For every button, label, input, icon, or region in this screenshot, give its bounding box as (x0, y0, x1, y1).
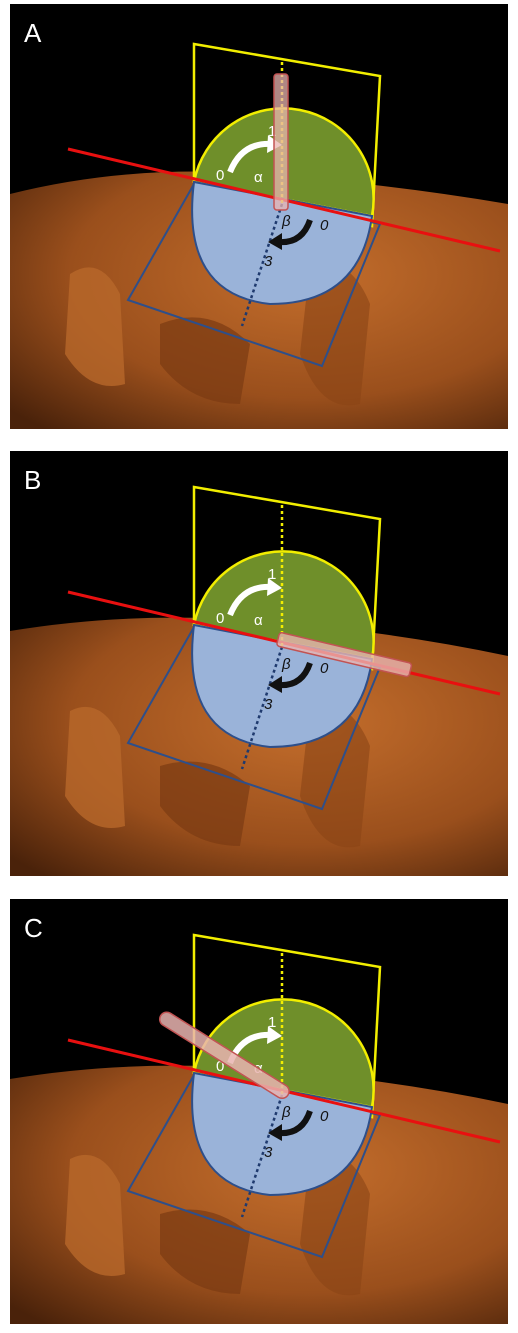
panel-c-diagram: 0 1 α β 0 3 (10, 899, 508, 1324)
panel-letter: B (24, 465, 41, 496)
beta-label: β (281, 213, 291, 230)
blue-start-label: 0 (320, 217, 329, 234)
pointer-rod (274, 74, 288, 210)
blue-start-label: 0 (320, 660, 329, 677)
blue-end-label: 3 (264, 1144, 273, 1161)
blue-start-label: 0 (320, 1108, 329, 1125)
green-start-label: 0 (216, 610, 224, 627)
panel-c: 0 1 α β 0 3 C (10, 899, 508, 1324)
alpha-label: α (254, 612, 263, 629)
green-end-label: 1 (268, 566, 276, 583)
panel-b-diagram: 0 1 α β 0 3 (10, 451, 508, 876)
panel-b: 0 1 α β 0 3 B (10, 451, 508, 876)
blue-end-label: 3 (264, 253, 273, 270)
beta-label: β (281, 656, 291, 673)
green-end-label: 1 (268, 1014, 276, 1031)
panel-a: 0 1 α β 0 3 A (10, 4, 508, 429)
beta-label: β (281, 1104, 291, 1121)
alpha-label: α (254, 169, 263, 186)
panel-letter: A (24, 18, 41, 49)
panel-a-diagram: 0 1 α β 0 3 (10, 4, 508, 429)
green-start-label: 0 (216, 167, 224, 184)
blue-end-label: 3 (264, 696, 273, 713)
panel-letter: C (24, 913, 43, 944)
